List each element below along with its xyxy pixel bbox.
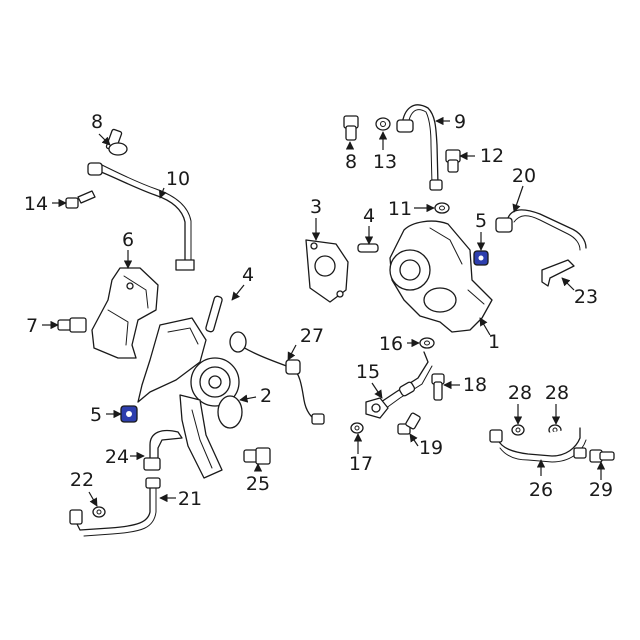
part-26-coolant-pipe[interactable] xyxy=(489,427,587,463)
callout-16: 16 xyxy=(379,333,403,355)
callout-8: 8 xyxy=(91,111,103,133)
callout-4: 4 xyxy=(363,205,375,227)
callout-25: 25 xyxy=(246,473,270,495)
part-4-dowel-right[interactable] xyxy=(357,243,379,253)
callout-26: 26 xyxy=(529,479,553,501)
part-14-bolt[interactable] xyxy=(65,190,96,209)
callout-14: 14 xyxy=(24,193,48,215)
part-23-bracket[interactable] xyxy=(541,259,575,287)
part-19-bolt[interactable] xyxy=(397,412,421,435)
part-5-nut-left[interactable] xyxy=(120,405,138,423)
callout-10: 10 xyxy=(166,168,190,190)
callout-22: 22 xyxy=(70,469,94,491)
part-10-oil-feed-line[interactable] xyxy=(87,162,195,271)
part-25-bolt[interactable] xyxy=(243,447,271,465)
callout-5: 5 xyxy=(90,404,102,426)
part-20-hose[interactable] xyxy=(495,209,587,251)
part-13-washer[interactable] xyxy=(375,117,391,131)
part-17-washer[interactable] xyxy=(350,422,364,434)
callout-1: 1 xyxy=(488,331,500,353)
part-5-nut-right[interactable] xyxy=(473,250,489,266)
callout-23: 23 xyxy=(574,286,598,308)
callout-4: 4 xyxy=(242,264,254,286)
part-24-hose[interactable] xyxy=(143,429,183,471)
part-21-coolant-pipe[interactable] xyxy=(69,477,161,537)
callout-20: 20 xyxy=(512,165,536,187)
callout-numbers: 8 10 14 6 7 4 27 2 5 24 25 21 22 8 13 9 … xyxy=(24,111,613,510)
callout-21: 21 xyxy=(178,488,202,510)
callout-5: 5 xyxy=(475,210,487,232)
callout-2: 2 xyxy=(260,385,272,407)
part-11-washer[interactable] xyxy=(434,202,450,214)
callout-28: 28 xyxy=(508,382,532,404)
callout-15: 15 xyxy=(356,361,380,383)
callout-29: 29 xyxy=(589,479,613,501)
part-6-heat-shield[interactable] xyxy=(91,267,159,359)
part-12-bolt[interactable] xyxy=(445,149,461,173)
part-2-turbocharger[interactable] xyxy=(137,317,243,479)
callout-6: 6 xyxy=(122,229,134,251)
part-3-gasket[interactable] xyxy=(305,239,349,303)
part-8-bolt-left[interactable] xyxy=(105,128,128,156)
part-9-oil-pipe[interactable] xyxy=(396,104,443,191)
callout-19: 19 xyxy=(419,437,443,459)
part-28-washer-left[interactable] xyxy=(511,424,525,436)
callout-11: 11 xyxy=(388,198,412,220)
callout-8: 8 xyxy=(345,151,357,173)
callout-13: 13 xyxy=(373,151,397,173)
part-15-oil-pipe[interactable] xyxy=(365,351,433,419)
part-22-washer[interactable] xyxy=(92,506,106,518)
callout-24: 24 xyxy=(105,446,129,468)
leader-lines xyxy=(42,116,606,507)
part-7-bolt[interactable] xyxy=(57,317,87,333)
callout-12: 12 xyxy=(480,145,504,167)
callout-3: 3 xyxy=(310,196,322,218)
callout-18: 18 xyxy=(463,374,487,396)
callout-17: 17 xyxy=(349,453,373,475)
part-1-turbocharger[interactable] xyxy=(389,220,493,333)
callout-28: 28 xyxy=(545,382,569,404)
callout-27: 27 xyxy=(300,325,324,347)
part-4-dowel-left[interactable] xyxy=(205,295,223,333)
callout-9: 9 xyxy=(454,111,466,133)
part-16-washer[interactable] xyxy=(419,337,435,349)
part-18-bolt[interactable] xyxy=(431,373,445,401)
callout-7: 7 xyxy=(26,315,38,337)
part-27-oil-return-line[interactable] xyxy=(229,331,325,425)
part-29-bolt[interactable] xyxy=(589,449,615,463)
part-8-bolt-right[interactable] xyxy=(343,115,359,141)
